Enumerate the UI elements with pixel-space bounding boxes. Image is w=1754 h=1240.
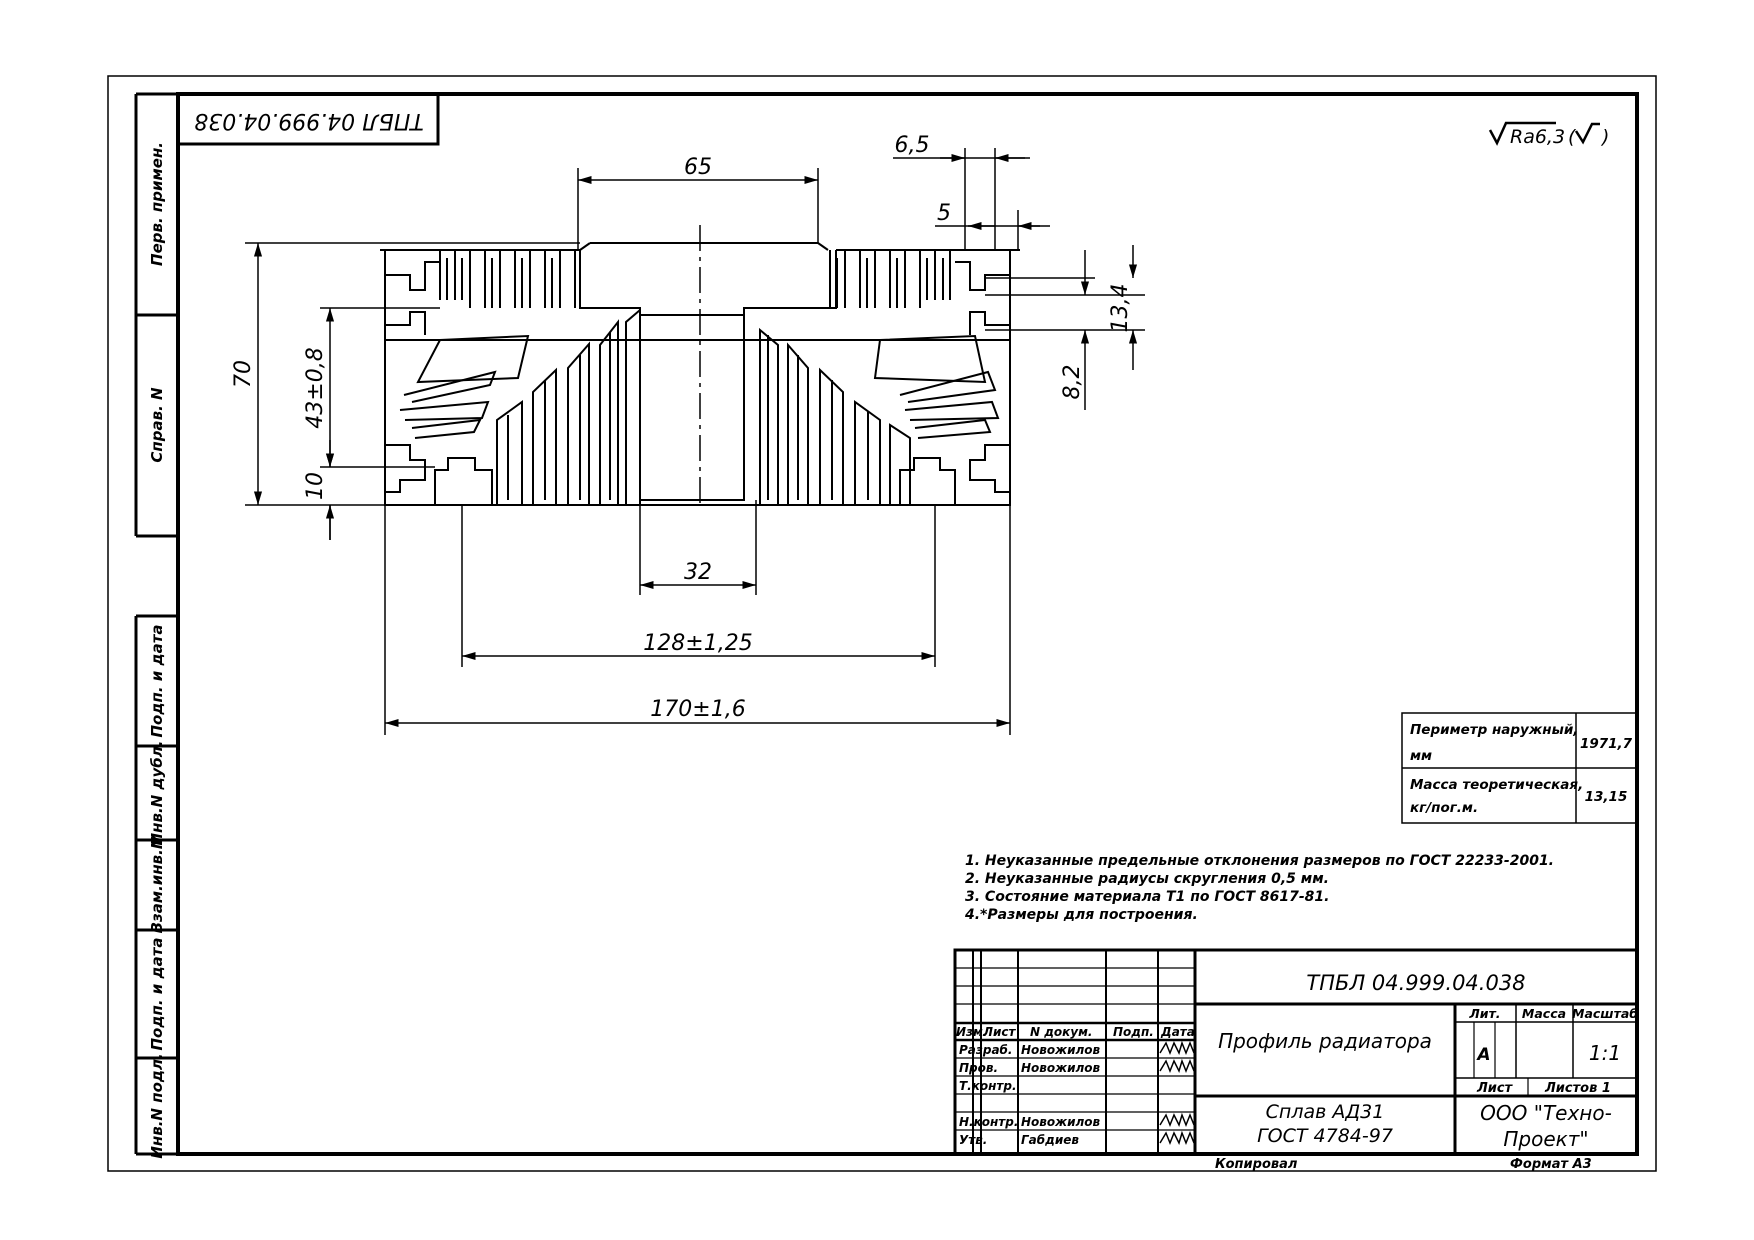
property-perimeter-label: Периметр наружный, — [1410, 722, 1578, 738]
company-1: ООО "Техно- — [1480, 1101, 1612, 1125]
property-mass-value: 13,15 — [1585, 789, 1628, 805]
roughness-value: Ra6,3 — [1510, 126, 1565, 148]
property-perimeter-value: 1971,7 — [1580, 736, 1633, 752]
roughness-symbol: Ra6,3 ( ) — [1488, 121, 1609, 148]
row-name: Новожилов — [1021, 1061, 1101, 1075]
mirrored-stamp-code: ТПБЛ 04.999.04.038 — [194, 108, 424, 133]
row-role: Н.контр. — [959, 1115, 1018, 1129]
copied-label: Копировал — [1215, 1157, 1298, 1172]
property-mass-unit: кг/пог.м. — [1410, 800, 1478, 816]
row-role: Пров. — [959, 1061, 998, 1075]
dim-170: 170±1,6 — [650, 697, 745, 722]
dim-32: 32 — [684, 560, 712, 585]
row-role: Утв. — [959, 1133, 987, 1147]
col-sheet: Лист — [982, 1025, 1016, 1039]
dim-65: 65 — [684, 155, 712, 180]
note-3: 3. Состояние материала Т1 по ГОСТ 8617-8… — [965, 889, 1329, 905]
col-doc-number: N докум. — [1030, 1025, 1093, 1039]
header-scale: Масштаб — [1572, 1006, 1638, 1021]
sheets-label: Листов 1 — [1544, 1081, 1611, 1096]
strip-sign-date-2: Подп. и дата — [148, 937, 166, 1050]
dim-8-2: 8,2 — [1060, 365, 1085, 400]
col-date: Дата — [1160, 1025, 1195, 1039]
mirrored-stamp: ТПБЛ 04.999.04.038 — [180, 96, 440, 146]
signatures — [1159, 1040, 1195, 1146]
strip-first-use: Перв. примен. — [148, 142, 166, 266]
row-name: Новожилов — [1021, 1115, 1101, 1129]
strip-sign-date-1: Подп. и дата — [148, 624, 166, 737]
dim-6-5: 6,5 — [895, 133, 930, 158]
title-name: Профиль радиатора — [1218, 1029, 1432, 1053]
dim-13-4: 13,4 — [1108, 284, 1133, 333]
dim-43: 43±0,8 — [303, 347, 328, 428]
note-4: 4.*Размеры для построения. — [964, 907, 1198, 923]
note-1: 1. Неуказанные предельные отклонения раз… — [965, 853, 1554, 869]
strip-dup-inv: Инв.N дубл. — [148, 741, 166, 846]
property-mass-label: Масса теоретическая, — [1410, 777, 1583, 793]
strip-reference: Справ. N — [148, 387, 166, 463]
svg-text:): ) — [1600, 126, 1609, 148]
row-name: Новожилов — [1021, 1043, 1101, 1057]
dim-70: 70 — [231, 360, 256, 388]
col-change: Изм. — [956, 1025, 987, 1039]
dim-10: 10 — [303, 472, 328, 500]
lit-value: А — [1475, 1045, 1490, 1065]
strip-orig-inv: Инв.N подл. — [148, 1053, 166, 1158]
row-role: Т.контр. — [959, 1079, 1017, 1093]
sheet-border — [107, 75, 1657, 1172]
title-material-1: Сплав АД31 — [1266, 1101, 1385, 1123]
svg-text:(: ( — [1568, 126, 1577, 148]
header-mass: Масса — [1522, 1006, 1566, 1021]
dim-128: 128±1,25 — [643, 631, 752, 656]
row-role: Разраб. — [959, 1043, 1013, 1057]
dim-5: 5 — [937, 201, 951, 226]
frame — [176, 92, 1639, 1156]
properties-table — [1401, 712, 1637, 824]
side-strip — [134, 92, 178, 1156]
scale-value: 1:1 — [1589, 1041, 1621, 1065]
radiator-profile — [380, 242, 1020, 506]
header-lit: Лит. — [1468, 1006, 1500, 1021]
col-signature: Подп. — [1113, 1025, 1154, 1039]
note-2: 2. Неуказанные радиусы скругления 0,5 мм… — [965, 871, 1329, 887]
dimensions — [245, 148, 1145, 735]
title-block — [953, 948, 1639, 1156]
strip-replace-inv: Взам.инв.N — [148, 836, 166, 933]
row-name: Габдиев — [1021, 1133, 1079, 1147]
title-material-2: ГОСТ 4784-97 — [1257, 1125, 1393, 1147]
sheet-label: Лист — [1476, 1081, 1514, 1096]
title-designation: ТПБЛ 04.999.04.038 — [1306, 971, 1525, 995]
company-2: Проект" — [1503, 1127, 1588, 1151]
format-label: Формат А3 — [1510, 1157, 1592, 1172]
property-perimeter-unit: мм — [1410, 748, 1432, 764]
